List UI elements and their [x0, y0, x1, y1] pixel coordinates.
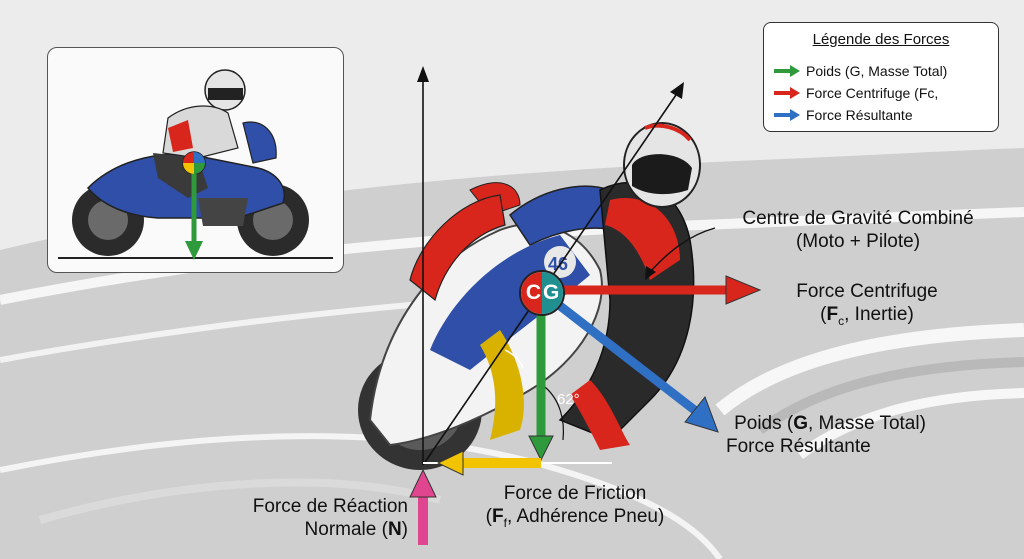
inset-canvas	[58, 69, 333, 260]
legend-title: Légende des Forces	[812, 31, 950, 48]
poids-pre: Poids (	[734, 413, 794, 434]
legend-red-arrow-icon	[774, 87, 800, 99]
upright-bike-inset	[47, 47, 344, 273]
normal-label-line1: Force de Réaction	[252, 496, 408, 517]
fc-symbol: F	[826, 304, 839, 325]
resultant-label-line: Force Résultante	[726, 436, 871, 457]
friction-label-line1: Force de Friction	[503, 483, 647, 504]
friction-label: Force de Friction (Ff, Adhérence Pneu)	[455, 482, 695, 535]
cg-label-line1: Centre de Gravité Combiné	[742, 208, 974, 229]
curb-3	[797, 388, 1024, 460]
track-line-lower-2	[38, 478, 442, 524]
cg-label: Centre de Gravité Combiné (Moto + Pilote…	[708, 207, 1008, 253]
normal-label-line2: Normale (N)	[200, 518, 408, 541]
centrifugal-label-line1: Force Centrifuge	[796, 281, 938, 302]
legend-green-arrow-icon	[774, 65, 800, 77]
normal-label: Force de Réaction Normale (N)	[200, 495, 408, 541]
legend-item-gravity: Poids (G, Masse Total)	[774, 61, 947, 81]
legend-item-label: Force Résultante	[806, 107, 913, 123]
lean-angle-label: 62°	[557, 391, 580, 408]
centrifugal-label-line2: (Fc, Inertie)	[820, 304, 914, 328]
normal-pre: Normale (	[304, 519, 388, 540]
gravity-label-line: Poids (G, Masse Total)	[700, 412, 960, 435]
legend-blue-arrow-icon	[774, 109, 800, 121]
ff-rest: , Adhérence Pneu)	[506, 506, 665, 527]
friction-label-line2: (Ff, Adhérence Pneu)	[485, 506, 665, 530]
ff-symbol: F	[491, 506, 504, 527]
ff-subscript: f	[503, 515, 507, 530]
cg-badge: C G	[519, 270, 565, 316]
curb-1	[715, 323, 1024, 416]
poids-symbol: G	[793, 413, 808, 434]
legend-item-centrifugal: Force Centrifuge (Fc,	[774, 83, 938, 103]
inset-cg-marker	[182, 151, 206, 175]
fc-rest: , Inertie)	[844, 304, 914, 325]
inset-gravity-arrow-head	[185, 241, 203, 260]
cg-letter-c: C	[525, 281, 541, 304]
legend-item-label: Poids (G, Masse Total)	[806, 63, 948, 79]
centrifugal-label: Force Centrifuge (Fc, Inertie)	[752, 280, 982, 333]
curb-2	[757, 357, 1024, 435]
cg-badge-c: C	[521, 272, 542, 314]
normal-post: )	[401, 519, 408, 540]
legend-box: Légende des Forces Poids (G, Masse Total…	[763, 22, 999, 132]
cg-letter-g: G	[543, 281, 560, 304]
cg-badge-g: G	[542, 272, 563, 314]
legend-item-label: Force Centrifuge (Fc,	[806, 85, 939, 101]
normal-symbol: N	[387, 519, 402, 540]
gravity-resultant-label: Poids (G, Masse Total) Force Résultante	[700, 412, 960, 458]
fc-subscript: c	[838, 313, 845, 328]
poids-rest: , Masse Total)	[808, 413, 926, 434]
legend-item-resultant: Force Résultante	[774, 105, 913, 125]
cg-label-line2: (Moto + Pilote)	[795, 231, 921, 252]
